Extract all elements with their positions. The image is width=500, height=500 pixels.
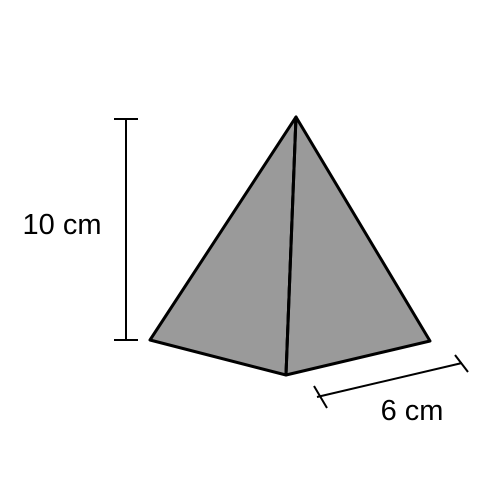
height-dimension bbox=[114, 118, 138, 341]
pyramid-left-face bbox=[148, 115, 298, 377]
base-dimension-right-tick bbox=[454, 354, 469, 373]
base-dimension-line bbox=[316, 362, 463, 398]
base-dimension-left-tick bbox=[313, 385, 328, 409]
base-label: 6 cm bbox=[381, 395, 444, 427]
height-label: 10 cm bbox=[23, 209, 102, 241]
pyramid-right-face bbox=[284, 115, 432, 377]
base-dimension bbox=[313, 354, 469, 409]
pyramid-front-edge bbox=[284, 116, 298, 376]
